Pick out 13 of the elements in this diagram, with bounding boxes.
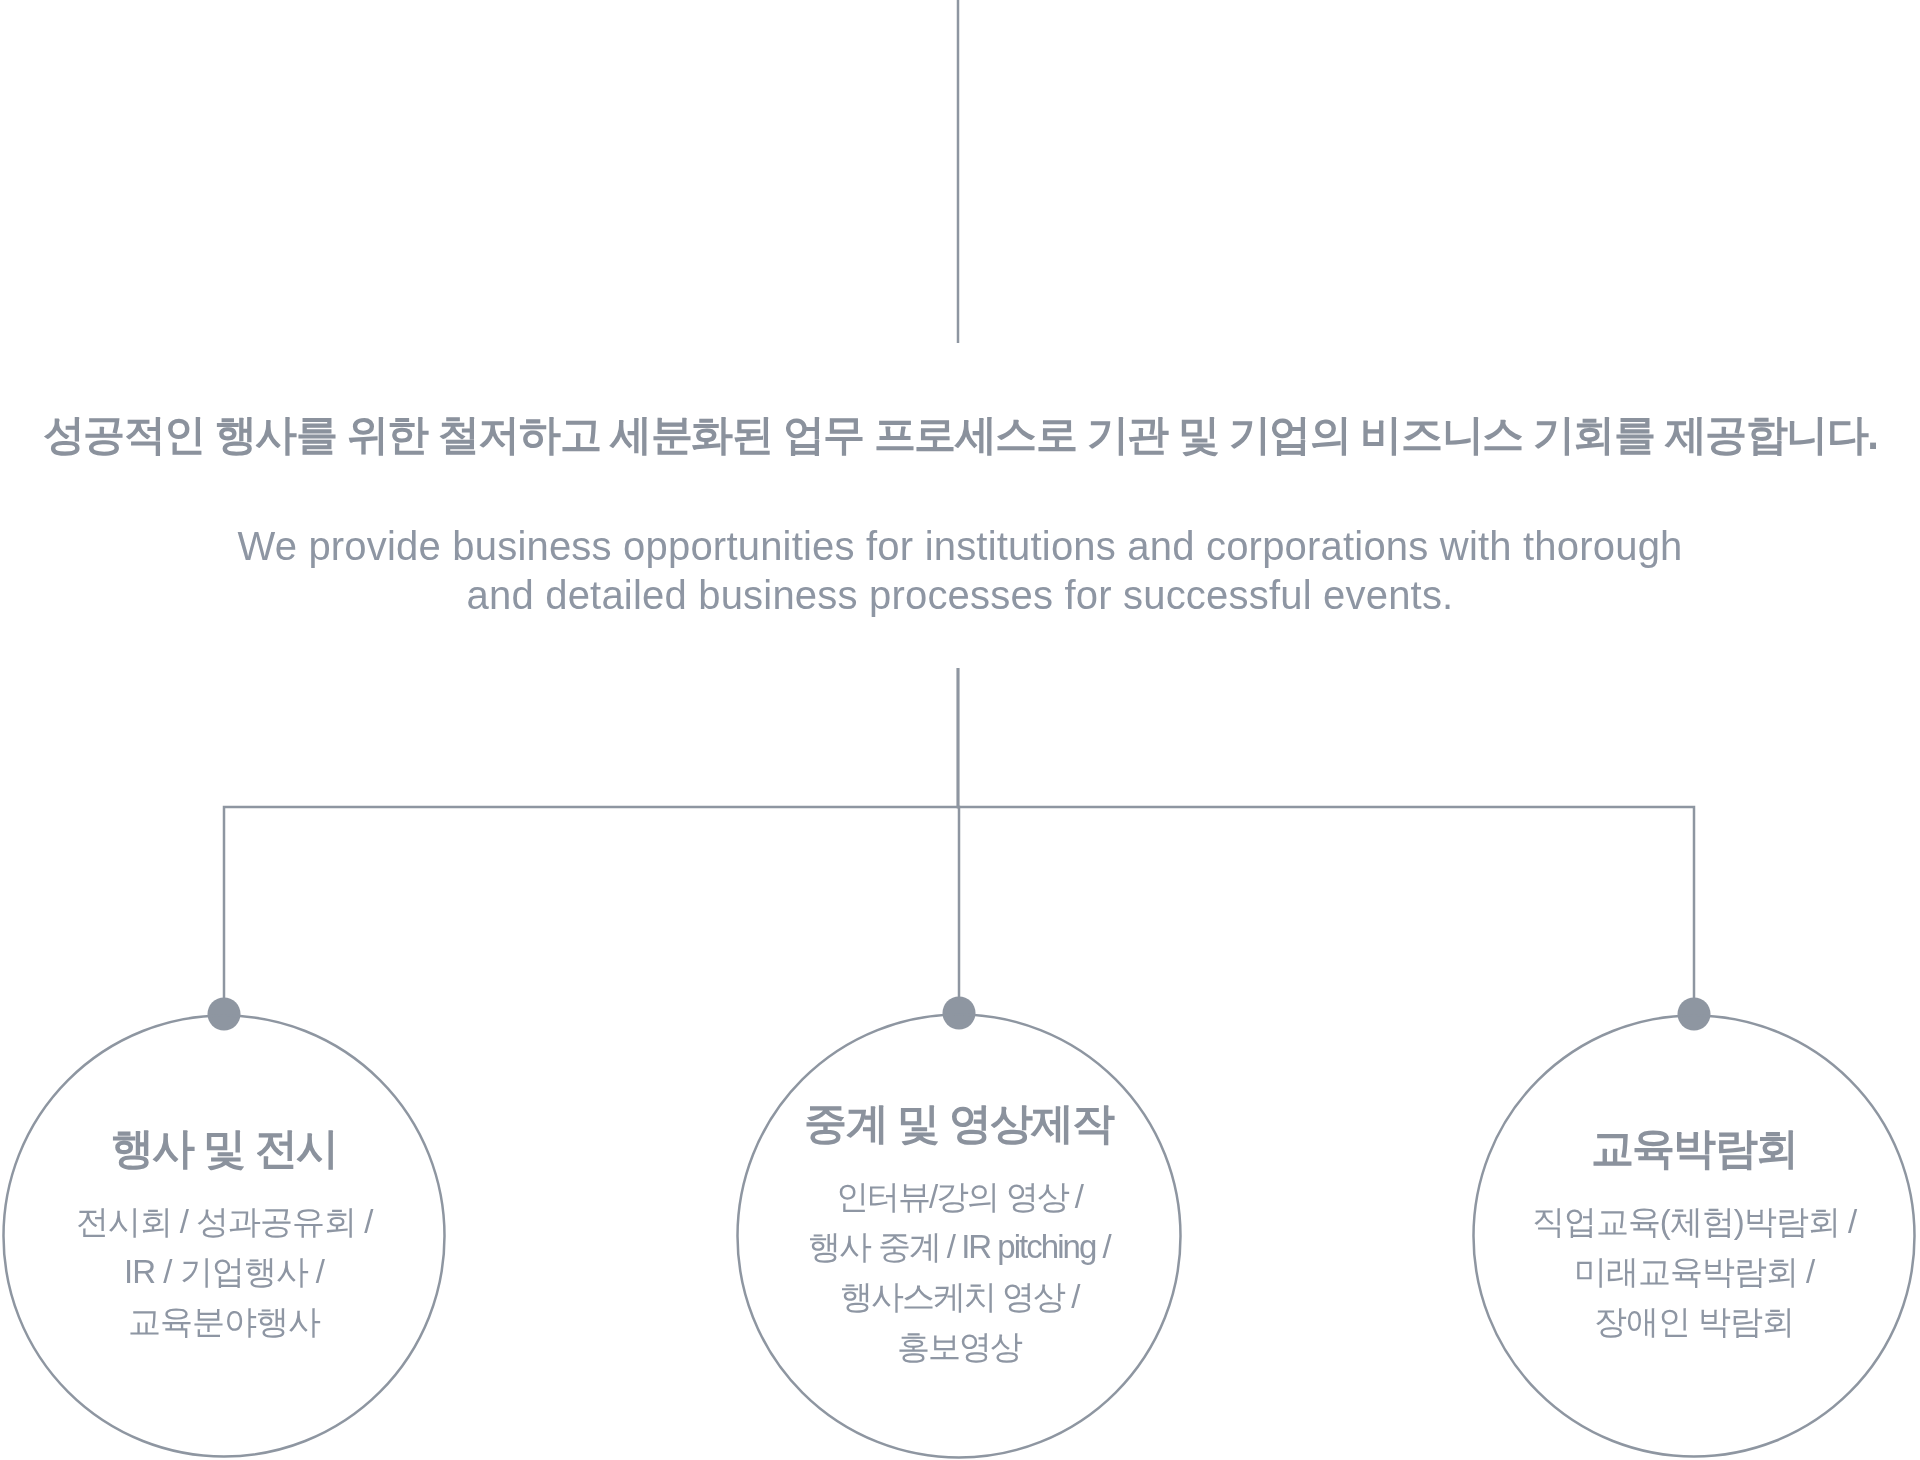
circle-node — [1472, 1014, 1916, 1458]
circle-description: 직업교육(체험)박람회 / 미래교육박람회 / 장애인 박람회 — [1530, 1202, 1858, 1342]
connector-line — [956, 668, 1711, 1031]
circle-description: 전시회 / 성과공유회 / IR / 기업행사 / 교육분야행사 — [74, 1202, 375, 1342]
circle-description: 인터뷰/강의 영상 / 행사 중계 / IR pitching / 행사스케치 영상 / 홍보영상 — [807, 1177, 1112, 1367]
circle-title: 행사 및 전시 — [110, 1123, 338, 1174]
subtitle-text: We provide business opportunities for institutions and corporations with thorough and detailed business processes for successful events. — [236, 523, 1684, 619]
heading-text: 성공적인 행사를 위한 철저하고 세분화된 업무 프로세스로 기관 및 기업의 비즈니스 기회를 제공합니다. — [42, 410, 1878, 460]
circle-title: 중계 및 영상제작 — [804, 1098, 1114, 1149]
connector-line — [956, 0, 960, 343]
circle-title: 교육박람회 — [1590, 1123, 1798, 1174]
circle-node — [2, 1014, 446, 1458]
circle-node — [736, 1013, 1182, 1459]
